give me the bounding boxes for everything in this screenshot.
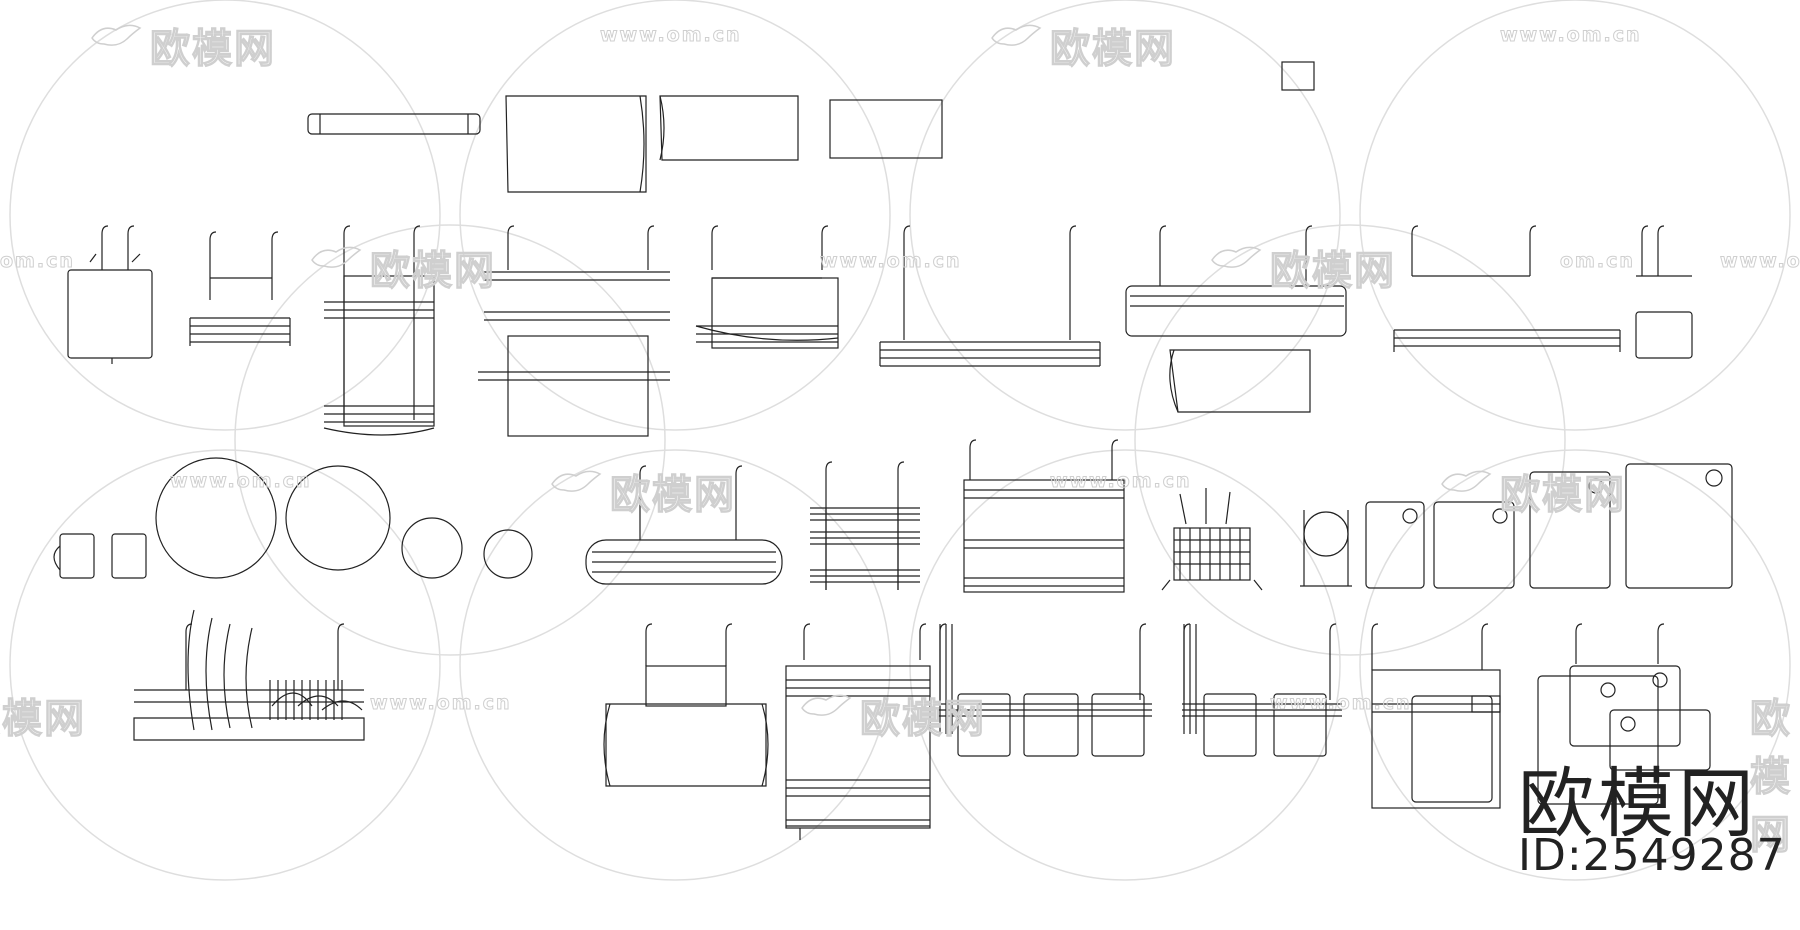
cutlery-basket bbox=[963, 439, 1125, 593]
tall-cabinet-rack bbox=[603, 623, 769, 787]
watermark-circle bbox=[909, 0, 1341, 431]
watermark-url: om.cn bbox=[1560, 250, 1635, 273]
bread-box-holder bbox=[133, 609, 365, 741]
cutting-board-tall-2 bbox=[1529, 471, 1611, 589]
watermark-url: om.cn bbox=[0, 250, 75, 273]
shelf-with-paper-roll bbox=[879, 225, 1101, 367]
cutting-board-stand bbox=[1371, 623, 1501, 809]
watermark-circle bbox=[459, 449, 891, 881]
utensil-rail-double bbox=[938, 623, 1152, 757]
watermark-bird-icon bbox=[311, 246, 362, 268]
dish-drying-rack bbox=[1625, 463, 1733, 589]
corner-shelf bbox=[478, 225, 670, 437]
kitchen-items bbox=[53, 61, 1733, 840]
watermark-logo: 欧模网 bbox=[0, 695, 86, 742]
kitchen-item bbox=[1537, 623, 1711, 805]
watermark-circle bbox=[9, 449, 441, 881]
watermark-logo: 欧模网 bbox=[369, 247, 496, 294]
watermark-circle bbox=[1359, 449, 1791, 881]
watermark-bird-icon bbox=[551, 470, 602, 492]
lid-holder bbox=[1161, 488, 1263, 591]
paper-towel-small bbox=[829, 99, 943, 159]
watermark-bird-icon bbox=[801, 694, 852, 716]
cup bbox=[53, 533, 95, 579]
watermark-circle bbox=[1359, 0, 1791, 431]
watermark-circle bbox=[234, 224, 666, 656]
watermark-circle bbox=[909, 449, 1341, 881]
board-rack bbox=[1182, 623, 1342, 757]
triple-tier-rack bbox=[585, 465, 783, 585]
watermark-circle bbox=[9, 0, 441, 431]
watermark-url: www.om.cn bbox=[1500, 24, 1642, 47]
cutting-board-small-2 bbox=[1365, 501, 1425, 589]
watermark-circle bbox=[459, 0, 891, 431]
watermark-url: www.om.cn bbox=[370, 692, 512, 715]
double-shelf bbox=[810, 461, 920, 590]
long-shelf bbox=[695, 225, 839, 349]
plate-small bbox=[285, 465, 391, 571]
plate-medium bbox=[155, 457, 277, 579]
watermark-url: www.om.cn bbox=[1270, 692, 1412, 715]
utensil-rail-triple bbox=[785, 623, 931, 840]
watermark-url: www.om.cn bbox=[600, 24, 742, 47]
two-tier-shelf bbox=[189, 231, 291, 346]
watermark-logo: 欧模网 bbox=[859, 695, 986, 742]
cup-holder bbox=[1393, 225, 1621, 352]
watermark-logo: 欧模网 bbox=[609, 471, 736, 518]
watermark-bird-icon bbox=[991, 24, 1042, 46]
brand-name: 欧模网 bbox=[1518, 759, 1758, 848]
watermark-circle bbox=[1134, 224, 1566, 656]
watermark-url: www.om.cn bbox=[1720, 250, 1800, 273]
bowl bbox=[401, 517, 463, 579]
cutting-board-small-1 bbox=[1300, 510, 1352, 587]
brand-id: ID:2549287 bbox=[1518, 830, 1786, 881]
wide-shelf bbox=[1125, 225, 1347, 413]
hanging-dish-rack-small bbox=[67, 225, 153, 364]
watermark-logo: 欧模网 bbox=[1049, 25, 1176, 72]
watermark-url: www.om.cn bbox=[1050, 470, 1192, 493]
watermark-bird-icon bbox=[1211, 246, 1262, 268]
watermark-circles bbox=[9, 0, 1791, 881]
paper-towel-medium bbox=[659, 95, 799, 161]
watermark-logo: 欧模网 bbox=[1749, 695, 1792, 858]
oval-basket-rack bbox=[483, 529, 533, 579]
watermark-bird-icon bbox=[1441, 470, 1492, 492]
mug bbox=[1635, 225, 1693, 359]
paper-towel-large bbox=[505, 95, 647, 193]
watermark-logo: 欧模网 bbox=[1269, 247, 1396, 294]
towel-rack-triple bbox=[323, 225, 435, 436]
watermark-url: www.om.cn bbox=[170, 470, 312, 493]
watermark-logo: 欧模网 bbox=[1499, 471, 1626, 518]
watermark-bird-icon bbox=[91, 24, 142, 46]
plate-large bbox=[111, 533, 147, 579]
utensil-holder bbox=[1281, 61, 1315, 91]
watermark-url: www.om.cn bbox=[820, 250, 962, 273]
cutting-board-tall-1 bbox=[1433, 501, 1515, 589]
watermark-logo: 欧模网 bbox=[149, 25, 276, 72]
wrap-roll bbox=[307, 113, 481, 135]
